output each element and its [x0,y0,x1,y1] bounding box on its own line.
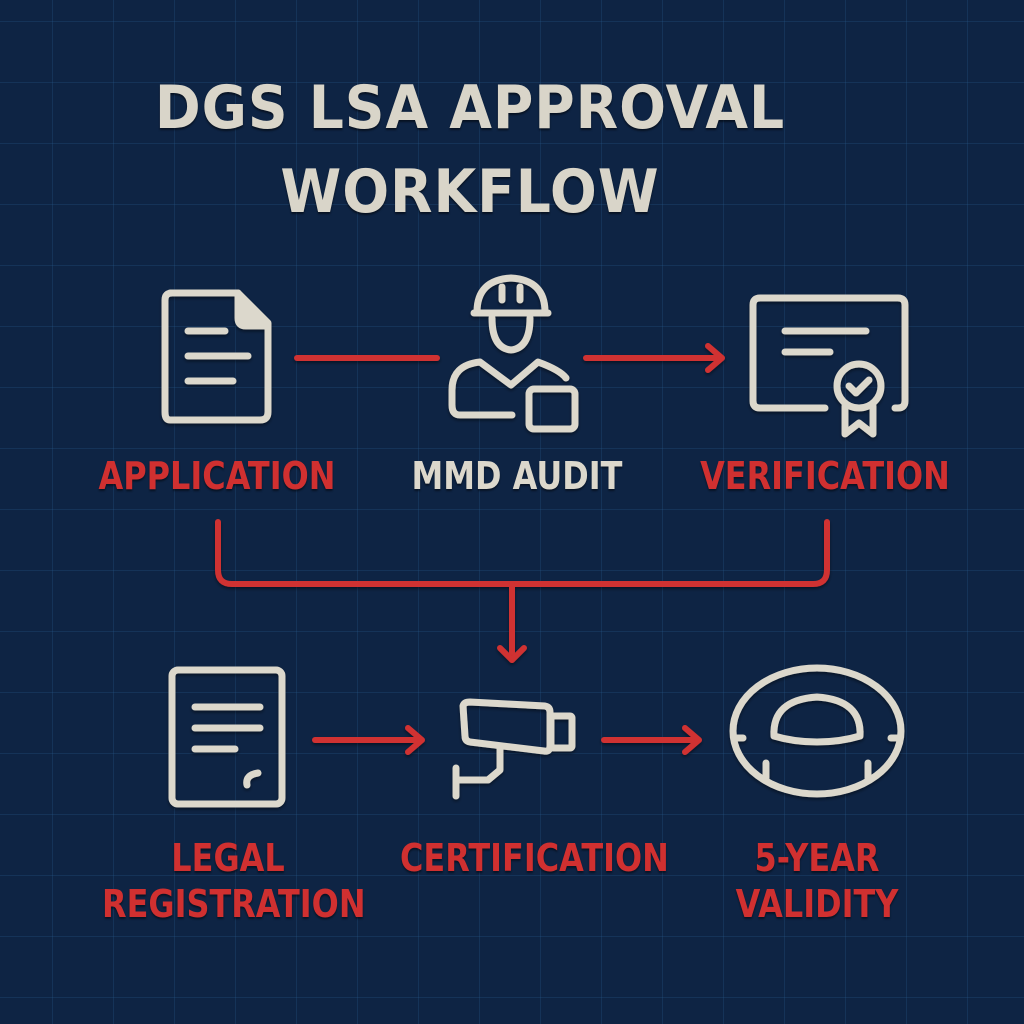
certificate-badge-icon [749,294,909,438]
diagram-title: DGS LSA APPROVAL WORKFLOW [38,66,903,234]
worker-hardhat-icon [448,274,579,433]
step-label-certification: CERTIFICATION [400,836,669,880]
step-label-mmd-audit: MMD AUDIT [411,454,623,498]
arrow-certification-to-validity [601,725,702,755]
step-label-legal-registration: LEGAL REGISTRATION [102,836,366,926]
security-camera-icon [452,698,576,800]
step-label-application: APPLICATION [98,454,336,498]
step-label-validity: 5-YEAR VALIDITY [735,836,899,926]
life-ring-icon [729,664,905,798]
arrow-audit-to-verification [583,343,725,373]
document-icon [161,289,272,424]
merge-arrow-to-certification [215,519,830,663]
arrow-legal-to-certification [312,725,425,755]
title-line-1: DGS LSA APPROVAL [154,73,786,143]
title-line-2: WORKFLOW [280,157,660,227]
signed-document-icon [168,666,286,808]
step-label-verification: VERIFICATION [700,454,950,498]
